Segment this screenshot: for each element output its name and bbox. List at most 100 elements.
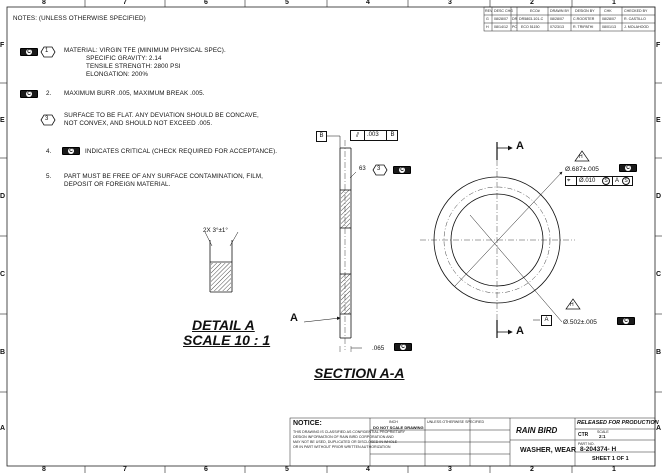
surface-finish-value: 63: [359, 166, 366, 172]
note-2-text: MAXIMUM BURR .005, MAXIMUM BREAK .005.: [64, 90, 205, 97]
zone-row-a: A: [0, 425, 6, 432]
note-flag-3-section-icon: [372, 164, 388, 176]
zone-col-7: 7: [123, 0, 127, 6]
units-label: INCH: [389, 420, 398, 424]
zone-col-2: 2: [530, 0, 534, 6]
detail-a-geometry: [204, 231, 239, 293]
od-note-flag: H: [579, 154, 583, 160]
zone-row-d-right: D: [656, 193, 662, 200]
plan-view-geometry: [420, 142, 575, 338]
cut-plane-label-top: A: [516, 140, 524, 152]
critical-symbol-id: C: [617, 317, 635, 325]
tolerances-header: UNLESS OTHERWISE SPECIFIED: [427, 420, 485, 424]
zone-col-5: 5: [285, 0, 289, 6]
rev-header-design: DESIGN BY: [575, 9, 595, 13]
rev-header-checked: CHECKED BY: [624, 9, 648, 13]
sheet-count: SHEET 1 OF 1: [592, 456, 629, 462]
scale-label: SCALE: [597, 430, 609, 434]
detail-a-scale: SCALE 10 : 1: [183, 332, 271, 348]
note-flag-h-id-icon: [565, 298, 581, 310]
cut-plane-label-bottom: A: [516, 325, 524, 337]
notice-line-2: DESIGN INFORMATION OF RAIN BIRD CORPORAT…: [293, 435, 394, 439]
note-flag-h-od-icon: [574, 150, 590, 162]
datum-b-box: B: [316, 131, 327, 142]
rev-g-rev: G: [486, 17, 489, 21]
zone-row-a-right: A: [656, 425, 662, 432]
detail-a-title: DETAIL A: [192, 317, 255, 333]
note-2-number: 2.: [46, 90, 52, 97]
rev-h-by: PC: [512, 25, 517, 29]
rev-g-drawn-date: 08/28/07: [550, 17, 564, 21]
rev-header-chk: CHK: [604, 9, 612, 13]
note-5-number: 5.: [46, 173, 52, 180]
flatness-icon: ⫽: [351, 131, 365, 140]
rev-header-rev: REV: [485, 9, 493, 13]
rev-g-design: C.ROOSTER: [573, 17, 595, 21]
note-1-line-3: TENSILE STRENGTH: 2800 PSI: [86, 63, 181, 70]
critical-symbol-finish: C: [393, 166, 411, 174]
zone-row-b: B: [0, 349, 6, 356]
zone-row-e: E: [0, 117, 5, 124]
note-5-line-2: DEPOSIT OR FOREIGN MATERIAL.: [64, 181, 171, 188]
id-note-flag: H: [570, 302, 574, 308]
position-tol-value: Ø.010: [576, 177, 595, 185]
released-status: RELEASED FOR PRODUCTION: [577, 420, 659, 426]
critical-symbol-note-1: C: [20, 48, 38, 56]
notes-header: NOTES: (UNLESS OTHERWISE SPECIFIED): [13, 15, 146, 22]
detail-angle-label: 2X 3°±1°: [203, 227, 228, 234]
zone-col-5-bottom: 5: [285, 466, 289, 473]
od-dimension: Ø.687±.005: [565, 166, 599, 173]
position-tolerance-frame: ⌖ Ø.010 S A S: [565, 176, 633, 186]
section-a-a-geometry: [303, 135, 362, 352]
zone-row-f: F: [0, 42, 5, 49]
zone-col-4-bottom: 4: [366, 466, 370, 473]
zone-col-4: 4: [366, 0, 370, 6]
rev-header-desc: DESC CHG: [494, 9, 513, 13]
rev-g-by: DR: [512, 17, 518, 21]
note-1-line-2: SPECIFIC GRAVITY: 2.14: [86, 55, 162, 62]
zone-col-2-bottom: 2: [530, 466, 534, 473]
critical-symbol-note-4: C: [62, 147, 80, 155]
notice-line-4: OR IN PART WITHOUT PRIOR WRITTEN AUTHORI…: [293, 445, 391, 449]
position-datum-mod: S: [622, 177, 630, 185]
zone-row-e-right: E: [656, 117, 661, 124]
flatness-frame: ⫽ .003 B: [350, 130, 398, 141]
zone-col-3: 3: [448, 0, 452, 6]
zone-col-7-bottom: 7: [123, 466, 127, 473]
note-1-number: 1: [45, 48, 49, 54]
zone-col-1-bottom: 1: [612, 466, 616, 473]
zone-col-6-bottom: 6: [204, 466, 208, 473]
note-flag-1-icon: [40, 46, 56, 58]
zone-col-8: 8: [42, 0, 46, 6]
company-logo-text: RAIN BIRD: [516, 426, 558, 435]
thickness-dim: .065: [372, 345, 385, 352]
position-mod: S: [602, 177, 610, 185]
zone-row-f-right: F: [656, 42, 661, 49]
surface-finish-note: 3: [377, 166, 381, 172]
zone-col-3-bottom: 3: [448, 466, 452, 473]
zone-row-c-right: C: [656, 271, 662, 278]
title-block-lines: [289, 6, 656, 467]
datum-a-box: A: [541, 315, 552, 326]
note-4-number: 4.: [46, 148, 52, 155]
part-no-label: PART NO.: [578, 442, 595, 446]
zone-col-1: 1: [612, 0, 616, 6]
drawing-title: WASHER, WEAR: [520, 447, 576, 454]
size-value: CTR: [578, 432, 589, 438]
critical-symbol-thickness: C: [394, 343, 412, 351]
rev-h-drawn-date: 07/23/13: [550, 25, 564, 29]
id-dimension: Ø.502±.005: [563, 319, 597, 326]
notice-title: NOTICE:: [293, 420, 322, 427]
critical-symbol-note-2: C: [20, 90, 38, 98]
position-datum: A: [612, 177, 619, 185]
note-3-line-2: NOT CONVEX, AND SHOULD NOT EXCEED .005.: [64, 120, 213, 127]
note-4-text: INDICATES CRITICAL (CHECK REQUIRED FOR A…: [85, 148, 278, 155]
position-icon: ⌖: [567, 178, 571, 184]
rev-h-date: 08/14/12: [494, 25, 508, 29]
note-5-line-1: PART MUST BE FREE OF ANY SURFACE CONTAMI…: [64, 173, 264, 180]
zone-row-d: D: [0, 193, 6, 200]
rev-g-checked: R. CASTILLO: [624, 17, 646, 21]
rev-header-drawn: DRAWN BY: [550, 9, 570, 13]
